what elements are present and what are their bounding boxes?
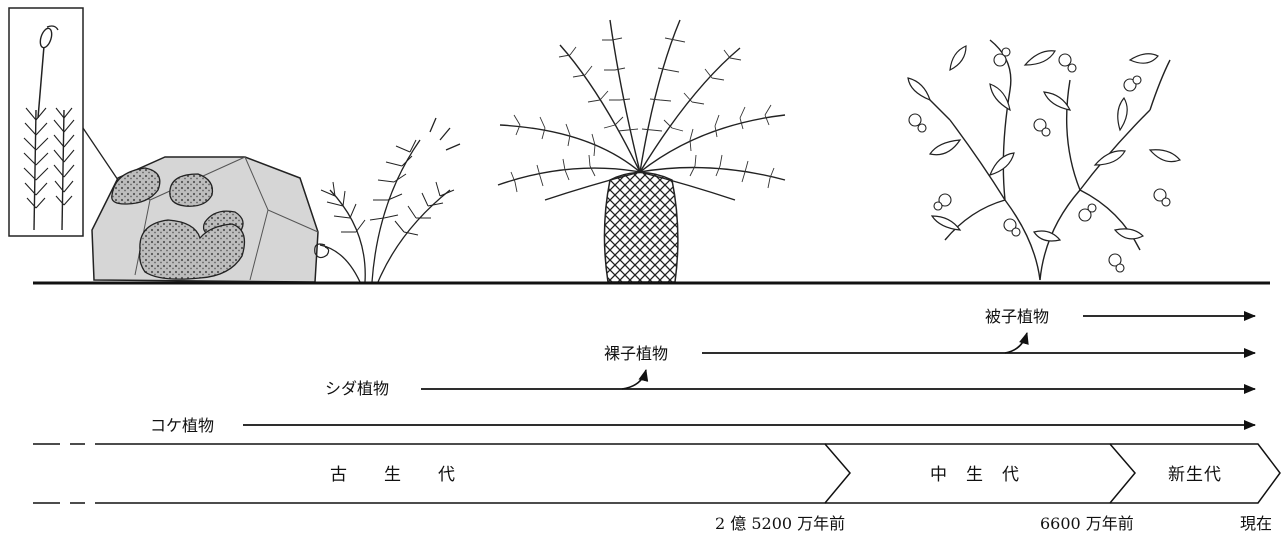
branch-arrow-gymnosperm [621, 369, 649, 390]
lineage-gymnosperm: 裸子植物 [604, 344, 1256, 363]
era-mesozoic: 中 生 代 [930, 465, 1020, 485]
lineage-label: コケ植物 [150, 416, 214, 435]
time-label-present: 現在 [1240, 514, 1272, 533]
time-label-paleozoic-end: 2 億 5200 万年前 [715, 514, 845, 533]
branch-arrow-angiosperm [1004, 332, 1029, 354]
lineage-label: 被子植物 [985, 307, 1049, 326]
fern-illustration [314, 117, 461, 283]
cycad-illustration [497, 19, 786, 283]
lineage-label: シダ植物 [325, 379, 389, 398]
moss-on-rock-illustration [91, 156, 319, 283]
flowering-plant-illustration [907, 39, 1182, 281]
lineage-fern: シダ植物 [325, 379, 1256, 398]
lineage-moss: コケ植物 [150, 416, 1256, 435]
moss-closeup-illustration [8, 7, 119, 237]
lineage-angiosperm: 被子植物 [985, 307, 1256, 326]
era-band [33, 443, 1281, 504]
era-paleozoic: 古 生 代 [330, 465, 456, 485]
lineage-label: 裸子植物 [604, 344, 668, 363]
time-label-mesozoic-end: 6600 万年前 [1040, 514, 1134, 533]
era-cenozoic: 新生代 [1168, 465, 1222, 485]
